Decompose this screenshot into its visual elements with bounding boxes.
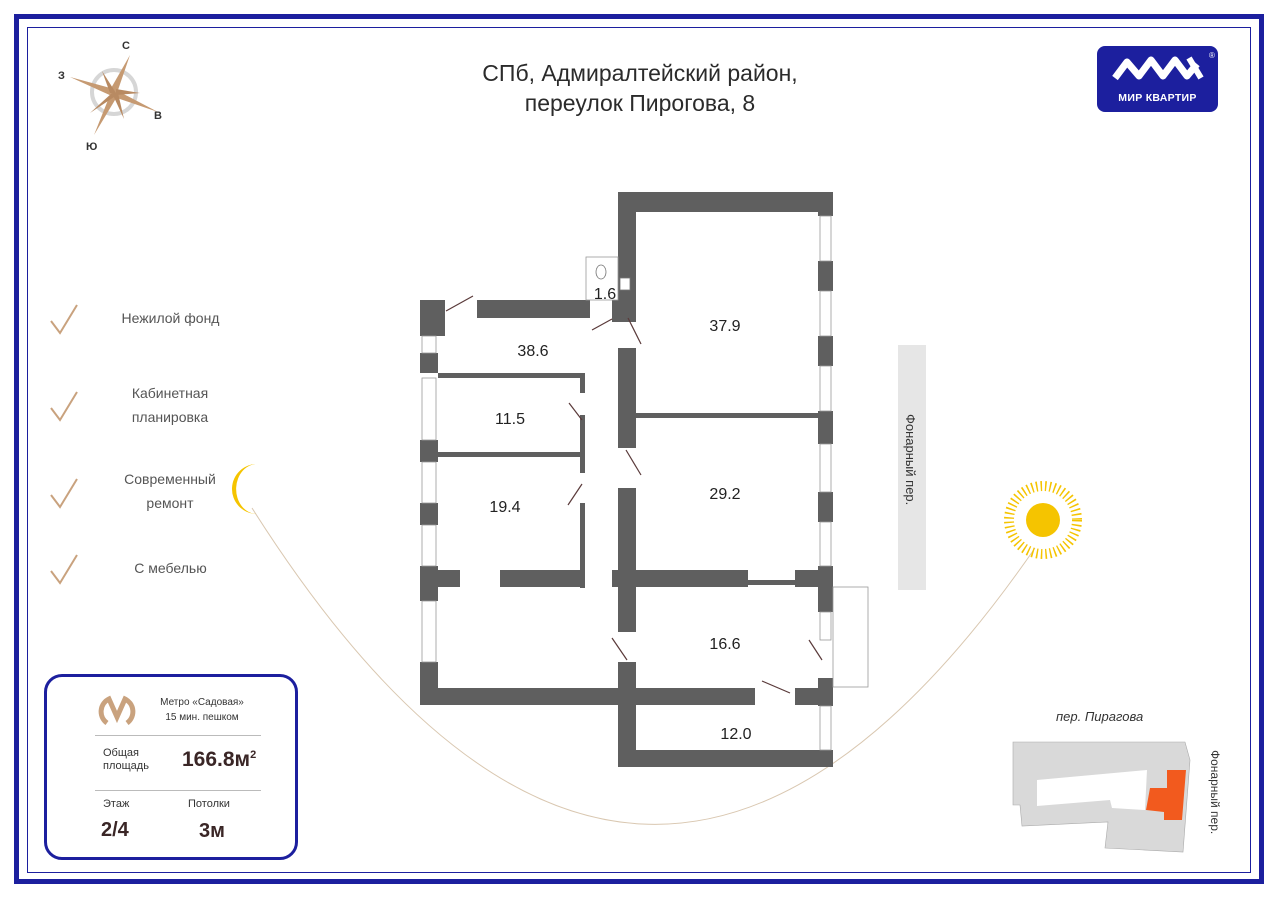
compass-north: С	[122, 40, 130, 52]
room-area-label: 29.2	[709, 486, 740, 503]
street-label-fonarny: Фонарный пер.	[903, 414, 918, 506]
floor-label: Этаж	[103, 798, 130, 810]
title-line-1: СПб, Адмиралтейский район,	[482, 60, 798, 86]
ceiling-label: Потолки	[188, 798, 230, 810]
divider	[95, 735, 261, 736]
sink-icon	[619, 277, 631, 291]
apartment-highlight	[1146, 770, 1186, 820]
info-card: Метро «Садовая» 15 мин. пешком Общая пло…	[44, 674, 298, 860]
walls	[420, 192, 833, 767]
feature-item: С мебелью	[48, 553, 248, 603]
title-line-2: переулок Пирогова, 8	[524, 90, 756, 116]
building-location-map	[1012, 741, 1191, 853]
doors	[445, 295, 823, 694]
feature-label: Современный ремонт	[124, 471, 216, 511]
inner-frame	[27, 27, 1251, 873]
ceiling-value: 3м	[199, 820, 225, 842]
metro-info: Метро «Садовая» 15 мин. пешком	[147, 695, 257, 725]
metro-time: 15 мин. пешком	[165, 712, 239, 723]
feature-label: Нежилой фонд	[121, 310, 220, 326]
map-street-label-top: пер. Пирагова	[1056, 709, 1144, 724]
area-value: 166.8м2	[182, 748, 256, 772]
checkmark-icon	[50, 304, 78, 335]
feature-item: Современный ремонт	[48, 471, 248, 527]
sun-icon	[1004, 481, 1082, 559]
street-strip	[898, 345, 926, 590]
windows	[421, 215, 869, 751]
area-label-line2: площадь	[103, 760, 149, 772]
room-area-label: 12.0	[720, 726, 751, 743]
feature-item: Кабинетная планировка	[48, 385, 248, 440]
feature-label: С мебелью	[134, 560, 207, 576]
room-area-label: 1.6	[594, 286, 616, 303]
page-title: СПб, Адмиралтейский район, переулок Пиро…	[420, 58, 860, 118]
area-unit-sup: 2	[250, 749, 257, 761]
room-area-label: 16.6	[709, 636, 740, 653]
area-label: Общая площадь	[103, 747, 149, 773]
divider	[95, 790, 261, 791]
logo-mark-icon: ®	[1112, 51, 1215, 81]
room-area-label: 37.9	[709, 318, 740, 335]
feature-item: Нежилой фонд	[48, 303, 248, 353]
metro-icon	[98, 695, 136, 726]
checkmark-icon	[50, 478, 78, 509]
compass-rose-icon	[70, 55, 158, 135]
room-area-label: 11.5	[495, 411, 525, 428]
area-label-line1: Общая	[103, 747, 139, 759]
moon-icon	[231, 463, 258, 514]
compass-east: В	[154, 110, 162, 122]
room-area-label: 19.4	[489, 499, 520, 516]
feature-label: Кабинетная планировка	[131, 385, 209, 425]
floor-value: 2/4	[101, 819, 129, 841]
area-number: 166.8м	[182, 748, 251, 771]
compass-west: З	[58, 70, 65, 82]
sun-path-arc	[251, 507, 1036, 825]
outer-frame	[14, 14, 1264, 884]
map-street-label-side: Фонарный пер.	[1208, 750, 1222, 835]
checkmark-icon	[50, 554, 78, 585]
registered-mark: ®	[1209, 51, 1215, 60]
logo-text: МИР КВАРТИР	[1118, 92, 1197, 104]
checkmark-icon	[50, 391, 78, 422]
toilet-icon	[595, 264, 607, 280]
brand-logo: ® МИР КВАРТИР	[1097, 46, 1218, 112]
metro-name: Метро «Садовая»	[160, 697, 244, 708]
compass-south: Ю	[86, 141, 98, 153]
room-area-label: 38.6	[517, 343, 548, 360]
